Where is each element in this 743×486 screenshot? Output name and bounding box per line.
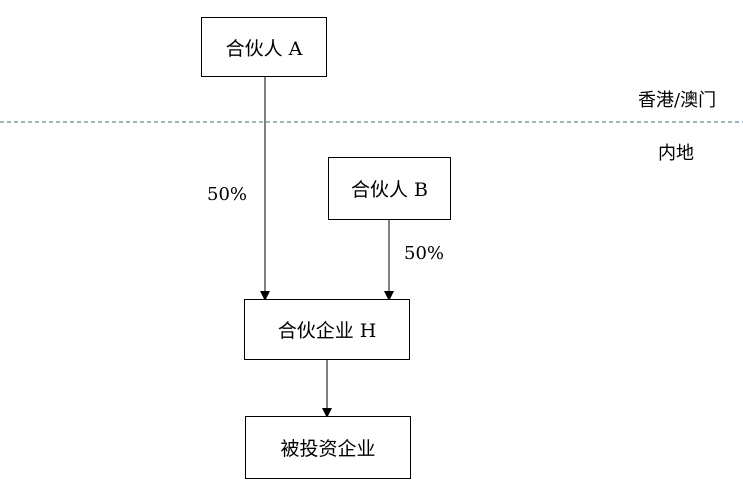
partner-b-box: 合伙人 B [328, 157, 451, 220]
region-label-hk-macau: 香港/澳门 [638, 90, 717, 111]
partnership-h-box: 合伙企业 H [244, 299, 410, 360]
partner-a-box: 合伙人 A [201, 17, 327, 77]
invested-enterprise-label: 被投资企业 [280, 438, 376, 460]
b-to-h-percent-label: 50% [404, 243, 445, 264]
invested-enterprise-box: 被投资企业 [245, 416, 411, 479]
partner-a-label: 合伙人 A [225, 37, 303, 60]
a-to-h-percent-label: 50% [207, 184, 248, 205]
partner-b-label: 合伙人 B [350, 179, 428, 201]
partnership-h-label: 合伙企业 H [277, 320, 377, 342]
region-label-mainland: 内地 [658, 143, 694, 164]
